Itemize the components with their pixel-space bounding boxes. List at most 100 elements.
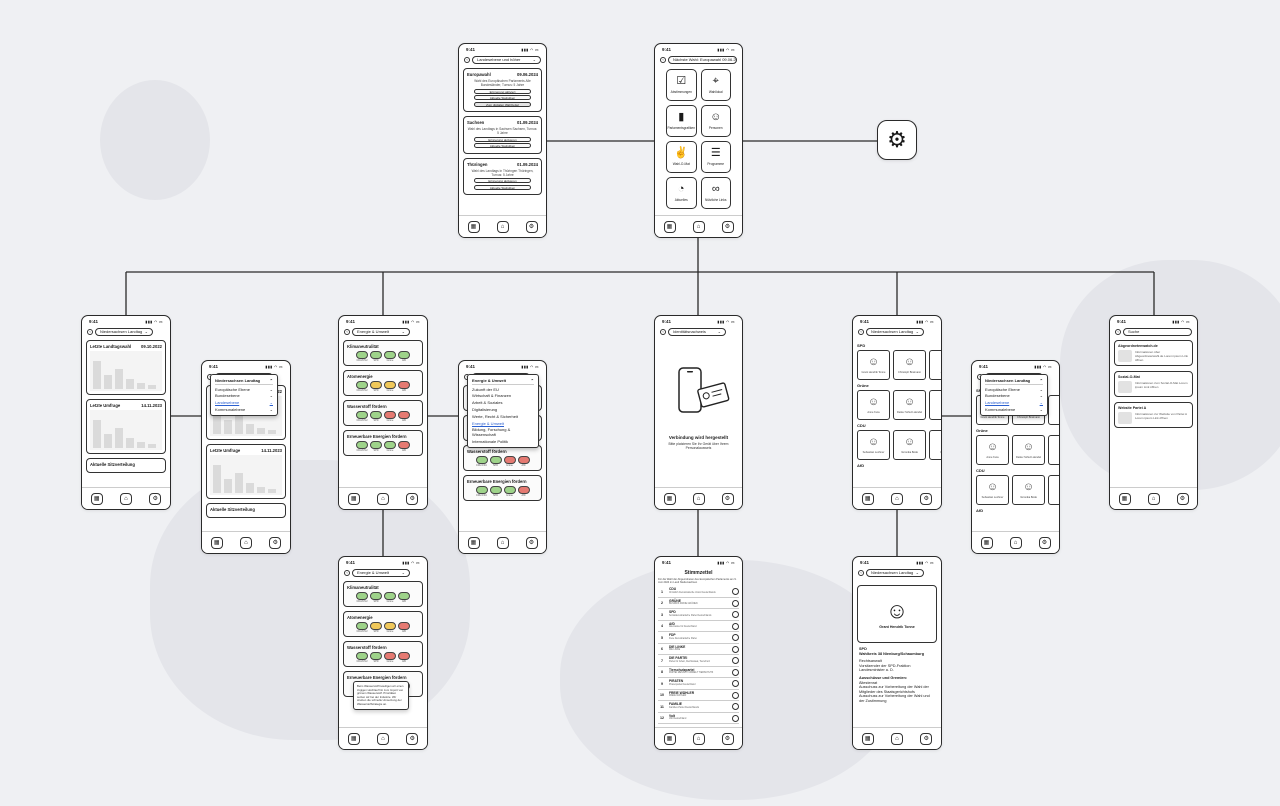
home-tile[interactable]: ◔Aktuelles: [666, 177, 697, 209]
position-pill[interactable]: [370, 622, 382, 630]
stats-card[interactable]: Aktuelle Sitzverteilung: [86, 458, 166, 473]
stats-card[interactable]: Aktuelle Sitzverteilung: [206, 503, 286, 518]
calendar-icon[interactable]: ▦: [980, 536, 993, 549]
topic-option[interactable]: Energie & Umwelt: [472, 420, 505, 426]
election-action-button[interactable]: Aktuelle Statistiken: [474, 184, 531, 190]
gear-icon[interactable]: ⚙: [721, 220, 734, 233]
vote-circle[interactable]: [732, 703, 739, 711]
home-icon[interactable]: ⌂: [890, 732, 903, 745]
position-pill[interactable]: [398, 381, 410, 389]
home-icon[interactable]: ⌂: [692, 732, 705, 745]
level-option[interactable]: Europäische Ebene⌄: [215, 386, 273, 392]
election-action-button[interactable]: Zum digitalen Wahlzettel: [474, 101, 531, 107]
position-pill[interactable]: [370, 652, 382, 660]
person-card[interactable]: ☺Lutz Win: [929, 430, 941, 460]
back-icon[interactable]: ‹: [660, 57, 666, 63]
home-icon[interactable]: ⌂: [239, 536, 252, 549]
topic-option[interactable]: Zukunft der EU: [472, 386, 499, 392]
vote-circle[interactable]: [732, 611, 739, 619]
position-pill[interactable]: [384, 381, 396, 389]
election-action-button[interactable]: Aktuelle Statistiken: [474, 143, 531, 148]
gear-icon[interactable]: ⚙: [920, 492, 933, 505]
position-pill[interactable]: [398, 441, 410, 449]
vote-circle[interactable]: [732, 634, 739, 642]
context-dropdown[interactable]: Nächste Wahl: Europawahl 09.06.2024⌄: [668, 56, 737, 64]
person-card[interactable]: ☺Sebastian Lechner: [857, 430, 890, 460]
level-option[interactable]: Bundesebene⌄: [215, 393, 273, 399]
home-icon[interactable]: ⌂: [692, 220, 705, 233]
home-tile[interactable]: ∞Nützliche Links: [700, 177, 731, 209]
election-action-button[interactable]: Erinnerung aktivieren: [474, 178, 531, 183]
position-pill[interactable]: [356, 652, 368, 660]
level-option[interactable]: Landesebene⌄: [215, 400, 273, 406]
home-tile[interactable]: ✌Wahl-O-Mat: [666, 141, 697, 173]
position-pill[interactable]: [384, 592, 396, 600]
position-pill[interactable]: [475, 456, 488, 464]
position-pill[interactable]: [398, 351, 410, 359]
position-pill[interactable]: [384, 351, 396, 359]
vote-circle[interactable]: [732, 622, 739, 630]
person-card[interactable]: ☺Lutz Win: [1048, 475, 1059, 505]
vote-circle[interactable]: [732, 599, 739, 607]
back-icon[interactable]: ‹: [87, 329, 93, 335]
position-pill[interactable]: [517, 486, 530, 494]
home-icon[interactable]: ⌂: [496, 220, 509, 233]
person-card[interactable]: ☺Sebastian Lechner: [976, 475, 1009, 505]
home-tile[interactable]: ▮Parlamentsgrafiken: [666, 105, 697, 137]
vote-circle[interactable]: [732, 691, 739, 699]
level-option[interactable]: Kommunalebene⌄: [985, 407, 1043, 413]
topic-option[interactable]: Wirtschaft & Finanzen: [472, 393, 512, 399]
person-card[interactable]: ☺Johanne: [1048, 395, 1059, 425]
person-card[interactable]: ☺Christ: [1048, 435, 1059, 465]
position-pill[interactable]: [398, 592, 410, 600]
election-action-button[interactable]: Aktuelle Statistiken: [474, 95, 531, 100]
calendar-icon[interactable]: ▦: [467, 536, 480, 549]
gear-icon[interactable]: ⚙: [1038, 536, 1051, 549]
calendar-icon[interactable]: ▦: [861, 492, 874, 505]
home-icon[interactable]: ⌂: [496, 536, 509, 549]
context-dropdown[interactable]: Energie & Umwelt⌄: [352, 328, 410, 336]
calendar-icon[interactable]: ▦: [663, 220, 676, 233]
home-icon[interactable]: ⌂: [376, 492, 389, 505]
level-option[interactable]: Bundesebene⌄: [985, 393, 1043, 399]
home-tile[interactable]: ☺Personen: [700, 105, 731, 137]
home-tile[interactable]: ⌖Wahllokal: [700, 69, 731, 101]
back-icon[interactable]: ‹: [660, 329, 666, 335]
back-icon[interactable]: ‹: [858, 570, 864, 576]
person-card[interactable]: ☺Grant Hendrik Tonne: [857, 350, 890, 380]
person-card[interactable]: ☺Anne Kura: [857, 390, 890, 420]
back-icon[interactable]: ‹: [344, 329, 350, 335]
gear-icon[interactable]: ⚙: [269, 536, 282, 549]
position-pill[interactable]: [503, 456, 516, 464]
position-pill[interactable]: [356, 622, 368, 630]
calendar-icon[interactable]: ▦: [663, 492, 676, 505]
person-card[interactable]: ☺Johanne: [929, 350, 941, 380]
gear-icon[interactable]: ⚙: [525, 220, 538, 233]
person-card[interactable]: ☺Anne Kura: [976, 435, 1009, 465]
calendar-icon[interactable]: ▦: [663, 732, 676, 745]
position-pill[interactable]: [503, 486, 516, 494]
context-dropdown[interactable]: Niedersachsen Landtag⌄: [95, 328, 153, 336]
topic-option[interactable]: Digitalisierung: [472, 407, 498, 413]
position-pill[interactable]: [356, 381, 368, 389]
position-pill[interactable]: [356, 441, 368, 449]
position-pill[interactable]: [489, 486, 502, 494]
